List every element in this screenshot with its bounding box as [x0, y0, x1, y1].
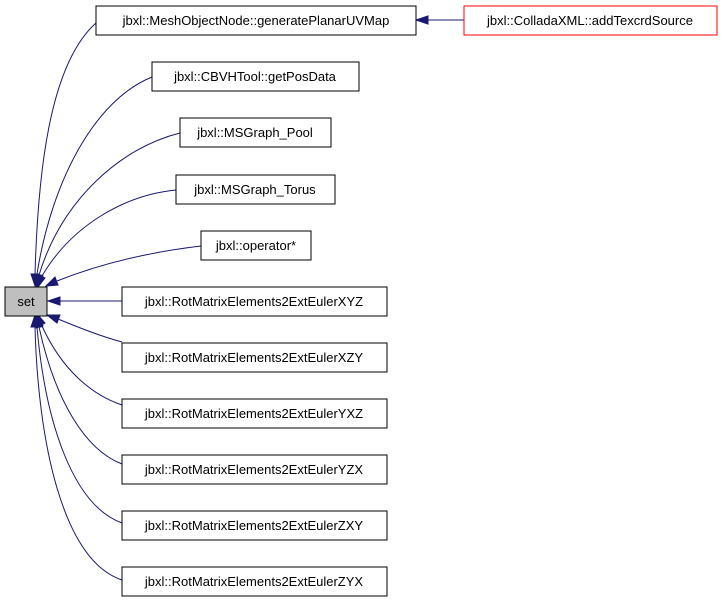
node-label: jbxl::MSGraph_Pool — [196, 125, 313, 140]
node-label: jbxl::RotMatrixElements2ExtEulerZXY — [144, 518, 364, 533]
node-label: jbxl::RotMatrixElements2ExtEulerZYX — [144, 574, 364, 589]
edges — [30, 15, 464, 581]
node-label: jbxl::RotMatrixElements2ExtEulerXZY — [144, 350, 364, 365]
node-focus-set[interactable]: set — [4, 286, 48, 317]
edge-zxy-to-set — [36, 326, 123, 524]
node-rotmatrix-xyz[interactable]: jbxl::RotMatrixElements2ExtEulerXYZ — [121, 286, 388, 317]
node-label: jbxl::MeshObjectNode::generatePlanarUVMa… — [122, 13, 390, 28]
edge-yxz-to-set — [41, 325, 123, 406]
edge-operatorStar-to-set — [56, 245, 202, 282]
edge-msgraphTorus-to-set — [41, 189, 177, 277]
node-label: jbxl::CBVHTool::getPosData — [173, 69, 337, 84]
node-msgraphPool[interactable]: jbxl::MSGraph_Pool — [179, 117, 332, 148]
node-label: jbxl::ColladaXML::addTexcrdSource — [486, 13, 693, 28]
node-rotmatrix-yzx[interactable]: jbxl::RotMatrixElements2ExtEulerYZX — [121, 454, 388, 485]
arrowhead-set-from-xzy — [45, 314, 61, 324]
arrowhead-set-from-xyz — [46, 296, 61, 306]
node-rotmatrix-yxz[interactable]: jbxl::RotMatrixElements2ExtEulerYXZ — [121, 398, 388, 429]
edge-yzx-to-set — [38, 326, 123, 465]
node-rotmatrix-xzy[interactable]: jbxl::RotMatrixElements2ExtEulerXZY — [121, 342, 388, 373]
node-label: jbxl::RotMatrixElements2ExtEulerXYZ — [144, 294, 363, 309]
edge-generatePlanarUVMap-to-set — [34, 22, 97, 275]
arrowhead-set-from-operatorStar — [44, 276, 59, 287]
node-label: set — [17, 294, 35, 309]
node-rotmatrix-zyx[interactable]: jbxl::RotMatrixElements2ExtEulerZYX — [121, 566, 388, 597]
arrowhead-generatePlanarUVMap-from-addTexcrdSource — [414, 15, 429, 25]
arrowhead-set-from-msgraphTorus — [37, 274, 46, 289]
edge-zyx-to-set — [34, 326, 123, 581]
edge-xzy-to-set — [57, 318, 123, 343]
node-addTexcrdSource[interactable]: jbxl::ColladaXML::addTexcrdSource — [463, 5, 718, 36]
edge-msgraphPool-to-set — [38, 132, 181, 276]
node-label: jbxl::operator* — [215, 238, 296, 253]
node-operatorStar[interactable]: jbxl::operator* — [200, 230, 312, 261]
edge-getPosData-to-set — [36, 76, 153, 275]
node-generatePlanarUVMap[interactable]: jbxl::MeshObjectNode::generatePlanarUVMa… — [95, 5, 417, 36]
node-msgraphTorus[interactable]: jbxl::MSGraph_Torus — [175, 174, 336, 205]
node-getPosData[interactable]: jbxl::CBVHTool::getPosData — [151, 61, 360, 92]
node-label: jbxl::RotMatrixElements2ExtEulerYXZ — [144, 406, 363, 421]
node-label: jbxl::RotMatrixElements2ExtEulerYZX — [144, 462, 364, 477]
node-label: jbxl::MSGraph_Torus — [193, 182, 316, 197]
arrowhead-set-from-zyx — [30, 313, 40, 328]
node-rotmatrix-zxy[interactable]: jbxl::RotMatrixElements2ExtEulerZXY — [121, 510, 388, 541]
